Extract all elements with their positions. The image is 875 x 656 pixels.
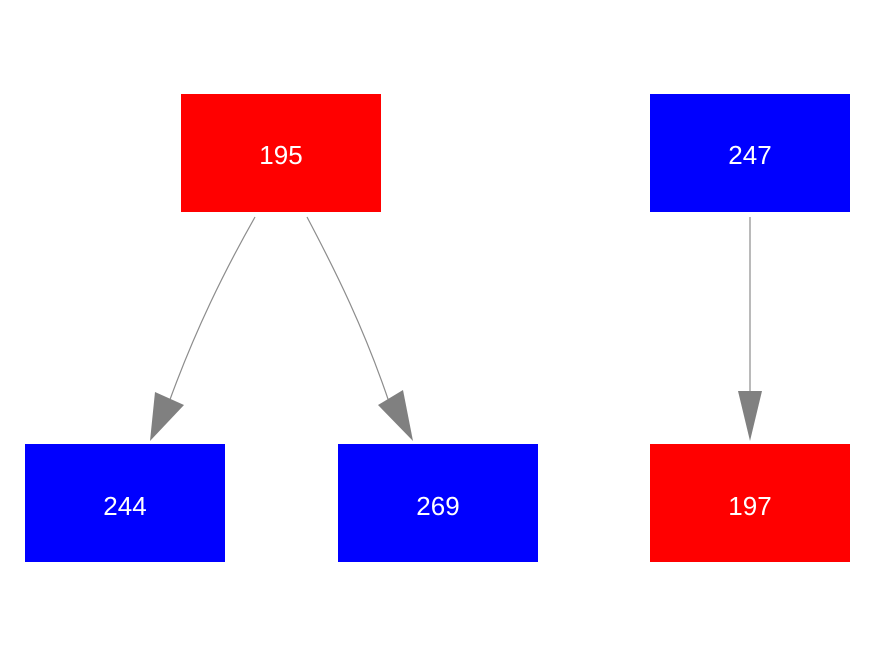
edge-line bbox=[167, 216, 256, 406]
node-label: 269 bbox=[416, 491, 459, 521]
node-label: 247 bbox=[728, 140, 771, 170]
nodes: 195 244 269 247 197 bbox=[25, 94, 850, 562]
edge-195-to-244 bbox=[150, 216, 256, 441]
arrowhead-icon bbox=[378, 390, 413, 441]
node-244[interactable]: 244 bbox=[25, 444, 225, 562]
node-box bbox=[25, 444, 225, 562]
node-269[interactable]: 269 bbox=[338, 444, 538, 562]
edge-247-to-197 bbox=[738, 217, 762, 441]
node-197[interactable]: 197 bbox=[650, 444, 850, 562]
node-box bbox=[650, 444, 850, 562]
node-box bbox=[650, 94, 850, 212]
arrowhead-icon bbox=[738, 391, 762, 441]
edge-line bbox=[306, 216, 391, 406]
node-label: 197 bbox=[728, 491, 771, 521]
node-box bbox=[338, 444, 538, 562]
node-247[interactable]: 247 bbox=[650, 94, 850, 212]
edges bbox=[150, 216, 762, 441]
node-label: 244 bbox=[103, 491, 146, 521]
node-195[interactable]: 195 bbox=[181, 94, 381, 212]
node-label: 195 bbox=[259, 140, 302, 170]
node-box bbox=[181, 94, 381, 212]
arrowhead-icon bbox=[150, 392, 184, 441]
edge-195-to-269 bbox=[306, 216, 413, 441]
